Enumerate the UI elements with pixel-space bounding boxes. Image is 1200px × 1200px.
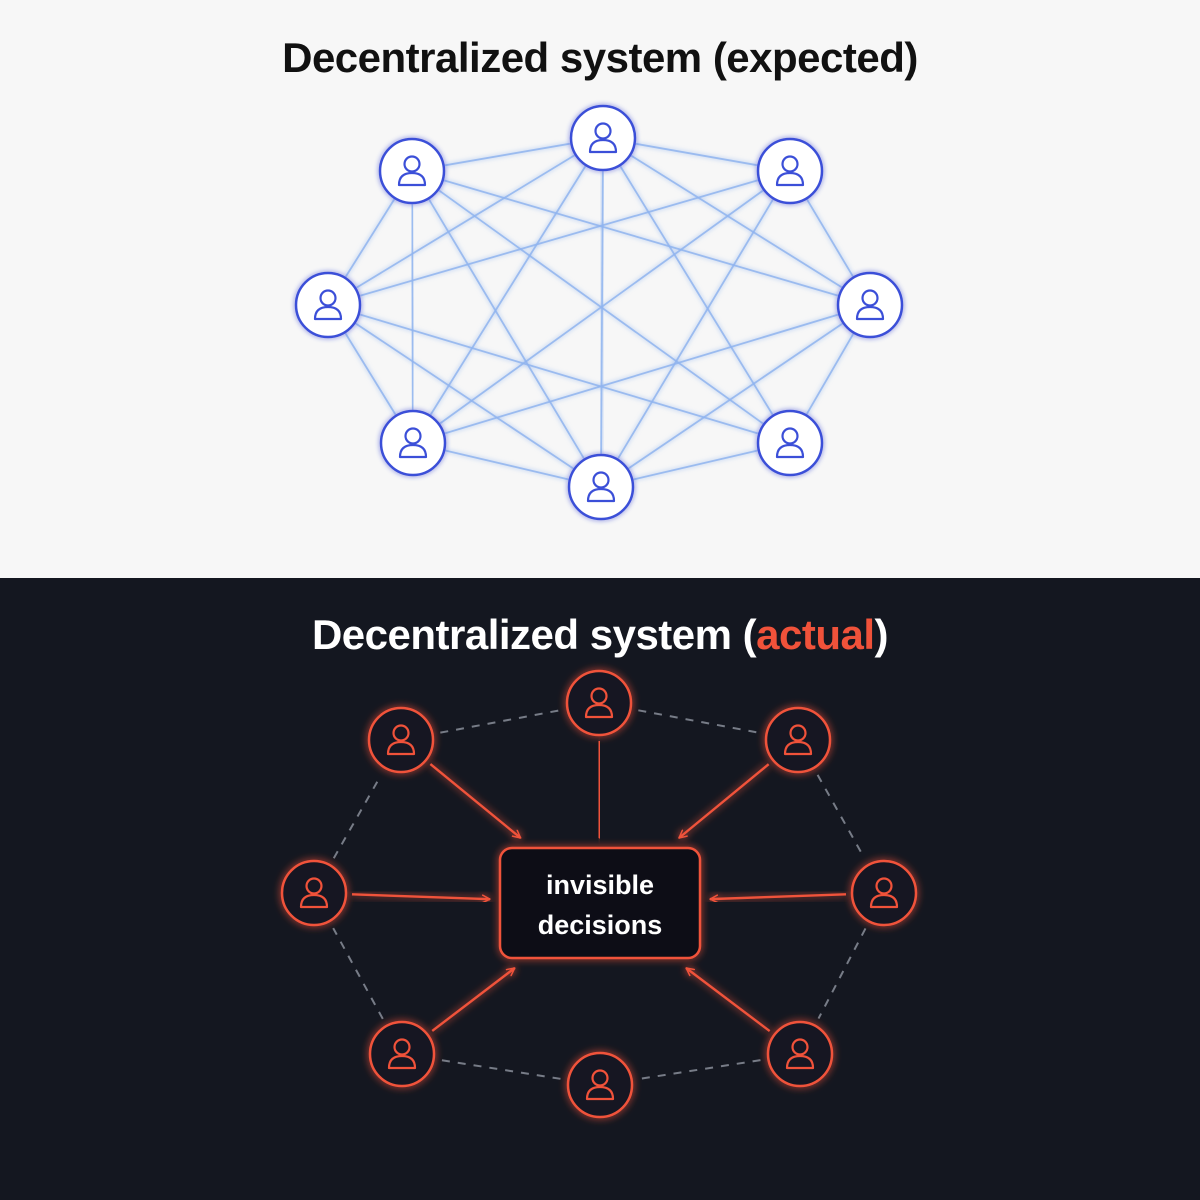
peer-link	[332, 927, 384, 1020]
expected-title: Decentralized system (expected)	[282, 34, 918, 81]
actual-node	[368, 1020, 436, 1088]
mesh-link	[344, 331, 397, 417]
actual-node	[766, 1020, 834, 1088]
actual-arrows-to-hub	[351, 740, 847, 1047]
hub-label-line1: invisible	[546, 870, 654, 900]
mesh-link	[600, 169, 604, 456]
actual-node	[850, 859, 918, 927]
person-icon	[783, 724, 813, 756]
expected-node	[836, 271, 904, 339]
peer-link	[638, 709, 759, 734]
actual-node	[367, 706, 435, 774]
expected-node	[569, 104, 637, 172]
mesh-link	[344, 197, 396, 279]
peer-link	[441, 1059, 561, 1080]
mesh-link	[634, 142, 759, 167]
actual-peer-links	[332, 709, 867, 1080]
mesh-link	[411, 202, 414, 412]
arrow-to-hub	[709, 893, 847, 904]
mesh-link	[443, 142, 572, 167]
actual-node	[565, 669, 633, 737]
peer-link	[817, 928, 867, 1019]
mesh-link	[429, 164, 587, 417]
person-icon	[584, 687, 614, 719]
mesh-link	[805, 198, 855, 278]
mesh-link	[626, 322, 845, 470]
arrow-to-hub	[678, 763, 770, 839]
actual-node	[764, 706, 832, 774]
expected-nodes	[294, 104, 904, 521]
expected-mesh-links	[344, 142, 855, 481]
mesh-link	[358, 179, 760, 297]
peer-link	[816, 774, 866, 859]
peer-link	[440, 709, 560, 734]
mesh-link	[443, 313, 840, 435]
person-icon	[397, 155, 427, 187]
arrow-to-hub	[351, 893, 491, 904]
expected-node	[567, 453, 635, 521]
mesh-link	[616, 198, 775, 460]
peer-link	[639, 1059, 761, 1080]
mesh-link	[442, 179, 840, 297]
person-icon	[386, 724, 416, 756]
mesh-link	[443, 449, 571, 481]
mesh-link	[805, 332, 855, 416]
person-icon	[588, 122, 618, 154]
person-icon	[775, 155, 805, 187]
mesh-link	[629, 154, 844, 289]
expected-node	[379, 409, 447, 477]
actual-node	[280, 859, 348, 927]
expected-node	[378, 137, 446, 205]
mesh-link	[427, 198, 586, 460]
expected-node	[756, 409, 824, 477]
person-icon	[398, 427, 428, 459]
hub-label-line2: decisions	[538, 910, 663, 940]
mesh-link	[354, 153, 577, 290]
arrow-to-hub	[431, 967, 516, 1032]
mesh-link	[354, 322, 575, 470]
mesh-link	[358, 313, 760, 435]
mesh-link	[438, 188, 765, 426]
mesh-link	[618, 164, 775, 417]
actual-title: Decentralized system (actual)	[0, 611, 1200, 659]
person-icon	[855, 289, 885, 321]
person-icon	[869, 877, 899, 909]
person-icon	[785, 1038, 815, 1070]
actual-node	[566, 1051, 634, 1119]
mesh-link	[631, 449, 760, 481]
person-icon	[585, 1069, 615, 1101]
person-icon	[299, 877, 329, 909]
arrow-to-hub	[685, 967, 771, 1033]
person-icon	[586, 471, 616, 503]
peer-link	[332, 774, 383, 859]
actual-title-prefix: Decentralized system (	[311, 611, 757, 658]
actual-nodes	[280, 669, 918, 1119]
person-icon	[313, 289, 343, 321]
expected-node	[294, 271, 362, 339]
actual-title-suffix: )	[874, 611, 889, 658]
expected-node	[756, 137, 824, 205]
hub-box: invisible decisions	[498, 846, 702, 960]
person-icon	[775, 427, 805, 459]
arrow-to-hub	[429, 763, 522, 839]
person-icon	[387, 1038, 417, 1070]
actual-title-accent: actual	[756, 611, 875, 658]
